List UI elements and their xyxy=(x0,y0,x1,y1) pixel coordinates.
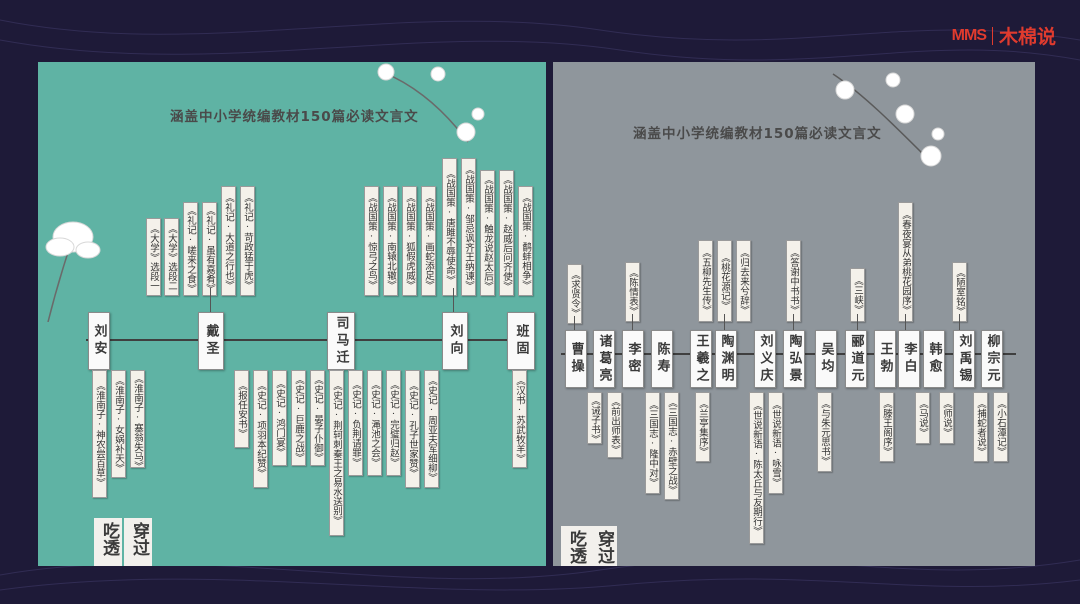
connector xyxy=(632,314,633,330)
work-box: 《淮南子·塞翁失马》 xyxy=(130,370,145,468)
work-box: 《史记·荆轲刺秦王之易水送别》 xyxy=(329,370,344,536)
left-panel: 涵盖中小学统编教材150篇必读文言文 《大学》选段一 《大学》选段二 《礼记·嗟… xyxy=(38,62,546,566)
work-box: 《求贤令》 xyxy=(567,264,582,324)
author-box: 司马迁 xyxy=(327,312,355,370)
author-box: 陈寿 xyxy=(651,330,673,388)
work-box: 《战国策·惊弓之鸟》 xyxy=(364,186,379,296)
work-box: 《师说》 xyxy=(939,392,954,444)
work-box: 《马说》 xyxy=(915,392,930,444)
work-box: 《前出师表》 xyxy=(607,392,622,458)
work-box: 《战国策·邹忌讽齐王纳谏》 xyxy=(461,158,476,296)
work-box: 《滕王阁序》 xyxy=(879,392,894,462)
author-box: 柳宗元 xyxy=(981,330,1003,388)
connector xyxy=(210,288,211,314)
work-box: 《三国志·隆中对》 xyxy=(645,392,660,494)
work-box: 《兰亭集序》 xyxy=(695,392,710,462)
work-box: 《礼记·虽有嘉肴》 xyxy=(202,202,217,296)
logo-mms: MMS xyxy=(951,26,987,44)
work-box: 《春夜宴从弟桃花园序》 xyxy=(898,202,913,322)
author-box: 陶弘景 xyxy=(783,330,805,388)
work-box: 《世说新语·陈太丘与友期行》 xyxy=(749,392,764,544)
work-box: 《礼记·大道之行也》 xyxy=(221,186,236,296)
work-box: 《战国策·唐雎不辱使命》 xyxy=(442,158,457,296)
work-box: 《陋室铭》 xyxy=(952,262,967,322)
logo-separator xyxy=(991,26,993,45)
work-box: 《诫子书》 xyxy=(587,392,602,444)
connector xyxy=(793,314,794,330)
work-box: 《战国策·画蛇添足》 xyxy=(421,186,436,296)
bottom-label: 穿过 xyxy=(124,518,152,566)
author-box: 班固 xyxy=(507,312,535,370)
work-box: 《大学》选段一 xyxy=(146,218,161,296)
author-box: 王勃 xyxy=(874,330,896,388)
author-box: 李白 xyxy=(898,330,920,388)
author-box: 刘义庆 xyxy=(754,330,776,388)
flower-icon xyxy=(377,63,485,143)
author-box: 韩愈 xyxy=(923,330,945,388)
work-box: 《战国策·南辕北辙》 xyxy=(383,186,398,296)
work-box: 《答谢中书书》 xyxy=(786,240,801,322)
work-box: 《战国策·触龙说赵太后》 xyxy=(480,170,495,296)
panel-title: 涵盖中小学统编教材150篇必读文言文 xyxy=(170,109,419,125)
connector xyxy=(724,314,725,330)
author-box: 陶渊明 xyxy=(715,330,737,388)
connector xyxy=(905,314,906,330)
work-box: 《世说新语·咏雪》 xyxy=(768,392,783,494)
author-box: 吴均 xyxy=(815,330,837,388)
work-box: 《与朱元思书》 xyxy=(817,392,832,472)
panel-title: 涵盖中小学统编教材150篇必读文言文 xyxy=(633,126,882,142)
connector xyxy=(959,314,960,330)
work-box: 《汉书·苏武牧羊》 xyxy=(512,370,527,468)
connector xyxy=(857,314,858,330)
author-box: 李密 xyxy=(622,330,644,388)
bottom-label: 穿过 xyxy=(589,526,617,566)
work-box: 《淮南子·女娲补天》 xyxy=(111,370,126,478)
work-box: 《桃花源记》 xyxy=(717,240,732,322)
author-box: 王羲之 xyxy=(690,330,712,388)
connector xyxy=(574,316,575,330)
timeline-spine xyxy=(86,339,516,341)
work-box: 《史记·孔子世家赞》 xyxy=(405,370,420,488)
work-box: 《战国策·狐假虎威》 xyxy=(402,186,417,296)
right-panel: 涵盖中小学统编教材150篇必读文言文 《求贤令》 《陈情表》 《五柳先生传》 《… xyxy=(553,62,1035,566)
connector xyxy=(453,288,454,314)
work-box: 《史记·渑池之会》 xyxy=(367,370,382,476)
work-box: 《礼记·苛政猛于虎》 xyxy=(240,186,255,296)
work-box: 《三国志·赤壁之战》 xyxy=(664,392,679,500)
work-box: 《归去来兮辞》 xyxy=(736,240,751,322)
brand-logo: MMS 木棉说 xyxy=(952,22,1056,49)
logo-brand: 木棉说 xyxy=(998,26,1056,48)
work-box: 《战国策·鹬蚌相争》 xyxy=(518,186,533,296)
work-box: 《史记·完璧归赵》 xyxy=(386,370,401,476)
author-box: 刘安 xyxy=(88,312,110,370)
work-box: 《战国策·赵威后问齐使》 xyxy=(499,170,514,296)
work-box: 《史记·晏子仆御》 xyxy=(310,370,325,466)
author-box: 刘禹锡 xyxy=(953,330,975,388)
author-box: 郦道元 xyxy=(845,330,867,388)
work-box: 《捕蛇者说》 xyxy=(973,392,988,462)
work-box: 《礼记·嗟来之食》 xyxy=(183,202,198,296)
bottom-label: 吃透 xyxy=(94,518,122,566)
flower-icon xyxy=(45,221,101,322)
author-box: 戴圣 xyxy=(198,312,224,370)
work-box: 《史记·负荆请罪》 xyxy=(348,370,363,476)
work-box: 《报任安书》 xyxy=(234,370,249,448)
work-box: 《陈情表》 xyxy=(625,262,640,322)
work-box: 《小石潭记》 xyxy=(993,392,1008,462)
author-box: 诸葛亮 xyxy=(593,330,615,388)
author-box: 刘向 xyxy=(442,312,468,370)
flower-icon xyxy=(832,72,945,167)
work-box: 《大学》选段二 xyxy=(164,218,179,296)
work-box: 《史记·鸿门宴》 xyxy=(272,370,287,466)
work-box: 《五柳先生传》 xyxy=(698,240,713,322)
work-box: 《史记·巨鹿之战》 xyxy=(291,370,306,466)
work-box: 《史记·项羽本纪赞》 xyxy=(253,370,268,488)
bottom-label: 吃透 xyxy=(561,526,589,566)
work-box: 《淮南子·神农尝百草》 xyxy=(92,370,107,498)
author-box: 曹操 xyxy=(565,330,587,388)
work-box: 《史记·周亚夫军细柳》 xyxy=(424,370,439,488)
